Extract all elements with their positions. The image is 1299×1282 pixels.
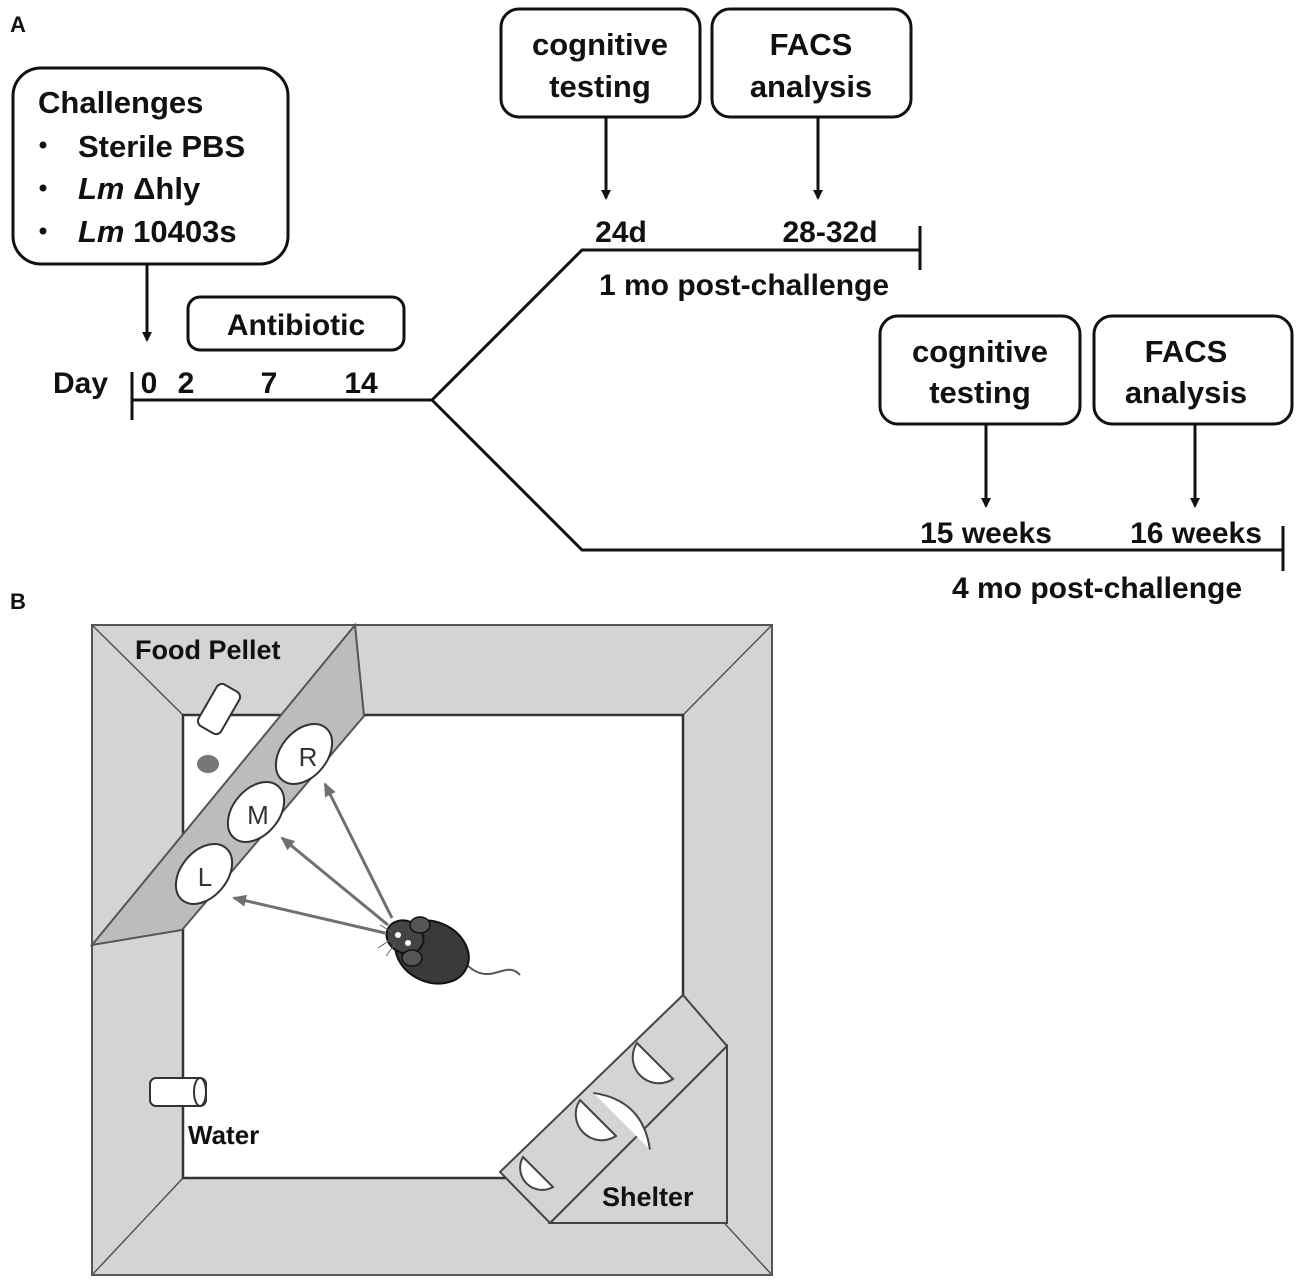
svg-text:FACS: FACS: [770, 27, 853, 62]
branch-4mo-line: [430, 398, 1283, 552]
panel-b-label: B: [10, 589, 26, 614]
day-tick-label: 7: [261, 367, 278, 400]
food-pellet-icon: [196, 682, 242, 773]
day-tick-label: 0: [141, 367, 158, 400]
arrow-to-hole-l: [232, 894, 386, 935]
challenge-item: Lm 10403s: [39, 214, 237, 249]
day-tick-label: 2: [178, 367, 195, 400]
svg-text:Lm Δhly: Lm Δhly: [78, 171, 201, 206]
facs-analysis-box-4mo: FACS analysis: [1092, 314, 1294, 426]
shelter-opening: [519, 1155, 555, 1191]
challenges-box: Challenges Sterile PBS Lm Δhly Lm 10403s: [11, 66, 290, 266]
hole-r: R: [274, 723, 334, 785]
hole-r-label: R: [299, 742, 318, 772]
svg-text:cognitive: cognitive: [532, 27, 668, 62]
svg-text:testing: testing: [549, 69, 651, 104]
hole-l-label: L: [198, 862, 212, 892]
water-bottle-icon: [149, 1077, 207, 1107]
hole-wall: [89, 622, 366, 947]
caption-4mo: 4 mo post-challenge: [952, 572, 1242, 605]
panel-b: B R M L Food Pellet: [10, 589, 773, 1276]
svg-text:testing: testing: [929, 375, 1031, 410]
water-label: Water: [188, 1120, 259, 1150]
day-label: Day: [53, 367, 108, 400]
cognitive-testing-box-4mo: cognitive testing: [878, 314, 1082, 426]
day-tick-label: 14: [344, 367, 378, 400]
antibiotic-box: Antibiotic: [186, 295, 406, 352]
cognitive-testing-box-1mo: cognitive testing: [499, 7, 702, 119]
hole-m: M: [226, 781, 286, 843]
svg-text:analysis: analysis: [750, 69, 872, 104]
caption-1mo: 1 mo post-challenge: [599, 269, 889, 302]
antibiotic-label: Antibiotic: [227, 309, 365, 342]
challenges-title: Challenges: [38, 85, 203, 120]
hole-m-label: M: [247, 800, 269, 830]
panel-a: A Challenges Sterile PBS Lm Δhly Lm 1040…: [10, 7, 1294, 605]
arrow-to-hole-r: [323, 782, 394, 919]
svg-text:Sterile PBS: Sterile PBS: [78, 129, 245, 164]
shelter-opening: [574, 1098, 618, 1142]
branch-1mo-line: [430, 248, 920, 402]
food-pellet-label: Food Pellet: [135, 635, 281, 665]
svg-text:FACS: FACS: [1145, 334, 1228, 369]
svg-text:analysis: analysis: [1125, 375, 1247, 410]
shelter: [498, 993, 729, 1225]
shelter-opening: [631, 1041, 675, 1085]
mouse-icon: [377, 916, 521, 985]
timepoint-28-32d: 28-32d: [782, 216, 877, 249]
facs-analysis-box-1mo: FACS analysis: [710, 7, 913, 119]
arrow-to-hole-m: [280, 836, 389, 927]
challenge-item: Lm Δhly: [39, 171, 201, 206]
svg-text:Lm 10403s: Lm 10403s: [78, 214, 237, 249]
shelter-label: Shelter: [602, 1182, 694, 1212]
timepoint-15-weeks: 15 weeks: [920, 517, 1052, 550]
panel-a-label: A: [10, 12, 26, 37]
hole-l: L: [174, 843, 234, 905]
svg-text:cognitive: cognitive: [912, 334, 1048, 369]
challenge-item: Sterile PBS: [39, 129, 245, 164]
timepoint-16-weeks: 16 weeks: [1130, 517, 1262, 550]
timepoint-24d: 24d: [595, 216, 647, 249]
